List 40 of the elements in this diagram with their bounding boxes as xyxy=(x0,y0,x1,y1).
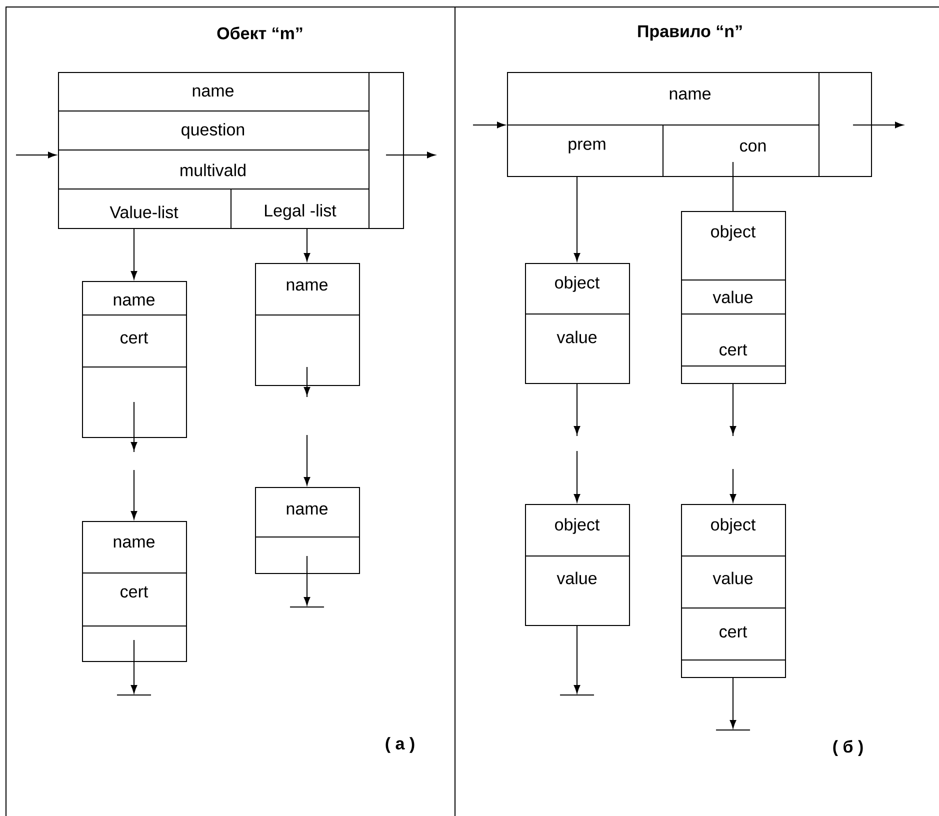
line xyxy=(732,162,734,212)
arrow xyxy=(130,228,138,280)
arrow xyxy=(16,152,56,158)
field-label: cert xyxy=(120,332,148,344)
arrow xyxy=(386,152,436,158)
field-label: name xyxy=(670,90,711,100)
field-label: name xyxy=(286,505,328,515)
arrow xyxy=(304,228,310,262)
arrow xyxy=(130,402,138,520)
field-label: con xyxy=(740,142,766,152)
field-label: object xyxy=(555,518,600,534)
field-label: value xyxy=(712,290,753,304)
field-label: value xyxy=(712,572,753,584)
arrow xyxy=(472,122,506,128)
field-label: prem xyxy=(568,140,606,154)
field-label: Value-list xyxy=(110,206,178,218)
panel-title: Правило “n” xyxy=(638,25,742,41)
arrow xyxy=(574,176,580,262)
field-label: object xyxy=(711,518,756,534)
field-label: cert xyxy=(720,626,748,638)
field-label: Legal -list xyxy=(265,204,336,220)
arrow xyxy=(852,122,904,128)
field-label: cert xyxy=(720,344,748,356)
field-label: name xyxy=(114,538,154,548)
panel-caption: ( а ) xyxy=(386,737,414,753)
panel-caption: ( б ) xyxy=(833,740,863,756)
field-label: value xyxy=(556,330,597,344)
arrow xyxy=(730,382,736,502)
field-label: name xyxy=(192,87,234,97)
arrow xyxy=(574,382,580,502)
field-label: value xyxy=(556,572,597,584)
field-label: question xyxy=(182,123,244,139)
field-label: name xyxy=(114,296,154,306)
field-label: name xyxy=(286,281,328,291)
field-label: object xyxy=(711,225,756,241)
field-label: object xyxy=(555,276,600,292)
field-label: cert xyxy=(120,586,148,598)
field-label: multivald xyxy=(180,164,246,176)
arrow xyxy=(304,366,310,486)
panel-title: Обект “m” xyxy=(217,26,302,40)
